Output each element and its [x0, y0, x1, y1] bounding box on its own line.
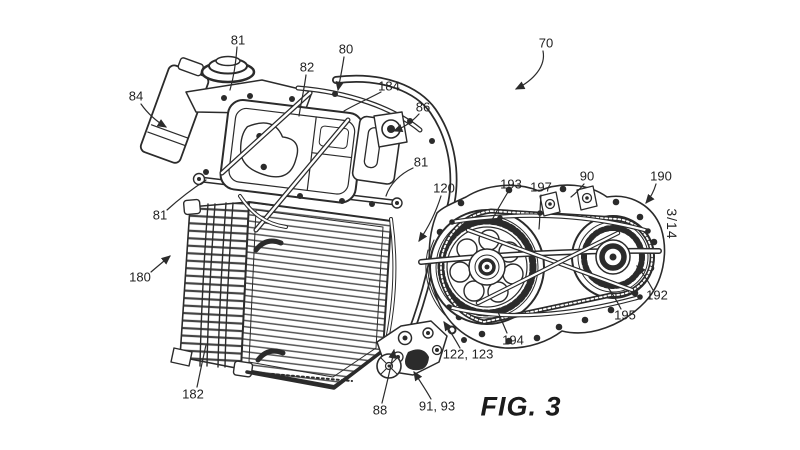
ref-label-81-left: 81	[152, 207, 168, 223]
figure-caption: FIG. 3	[480, 391, 562, 422]
ref-label-192: 192	[646, 287, 668, 303]
ref-label-120: 120	[433, 180, 455, 196]
ref-label-88: 88	[372, 402, 388, 418]
ref-label-193: 193	[500, 176, 522, 192]
cvt-transmission	[418, 184, 666, 349]
ref-label-84: 84	[128, 88, 144, 104]
ref-label-195: 195	[614, 307, 636, 323]
engine-assembly	[139, 55, 458, 233]
ref-label-197: 197	[530, 179, 552, 195]
leader-lines	[140, 46, 657, 404]
ref-label-81-mid: 81	[413, 154, 429, 170]
pulley-hubs	[468, 239, 631, 286]
ref-label-194: 194	[502, 332, 524, 348]
drive-belt	[438, 208, 655, 325]
transmission-mounts	[539, 185, 598, 217]
ref-label-80: 80	[338, 41, 354, 57]
ref-label-122-123: 122, 123	[442, 346, 494, 362]
ref-label-91-93: 91, 93	[418, 398, 456, 414]
ref-label-190: 190	[650, 168, 672, 184]
ref-label-90: 90	[579, 168, 595, 184]
swingarm-truss	[418, 210, 662, 318]
ref-label-184: 184	[378, 78, 400, 94]
sheet-number: 3/14	[664, 208, 680, 240]
ref-label-81-top: 81	[230, 32, 246, 48]
ref-label-82: 82	[299, 59, 315, 75]
ref-label-86: 86	[415, 99, 431, 115]
radiator	[170, 198, 392, 390]
ref-label-180: 180	[129, 269, 151, 285]
ref-label-70: 70	[538, 35, 554, 51]
ref-label-182: 182	[182, 386, 204, 402]
